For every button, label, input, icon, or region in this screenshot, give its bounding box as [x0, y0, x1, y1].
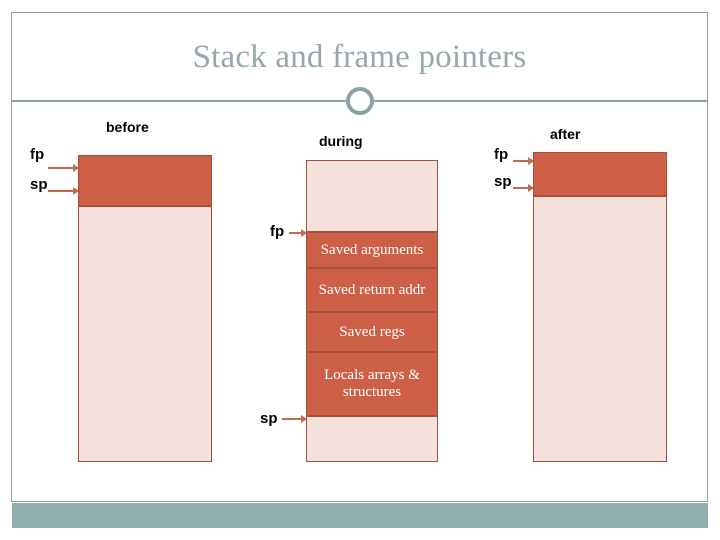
slide-frame-border [11, 12, 708, 502]
footer-accent-bar [12, 503, 708, 528]
page-title: Stack and frame pointers [192, 39, 527, 75]
pointer-label-before-fp: fp [30, 146, 45, 163]
stack-block-after-used [533, 152, 667, 196]
stack-block-after-free [533, 196, 667, 462]
stack-block-during-free-top [306, 160, 438, 232]
pointer-label-during-sp: sp [260, 410, 278, 427]
stack-block-before-free [78, 206, 212, 462]
stack-block-during-saved-regs: Saved regs [306, 312, 438, 352]
stack-block-during-saved-return-addr: Saved return addr [306, 268, 438, 312]
pointer-label-after-sp: sp [494, 173, 512, 190]
pointer-arrow-after-sp [513, 184, 534, 192]
pointer-label-before-sp: sp [30, 176, 48, 193]
stack-block-during-free-bottom [306, 416, 438, 462]
pointer-arrow-after-fp [513, 157, 534, 165]
column-heading-after: after [550, 126, 581, 142]
column-heading-before: before [106, 119, 149, 135]
column-heading-during: during [319, 133, 363, 149]
circle-decoration-icon [346, 87, 374, 115]
stack-block-before-used [78, 155, 212, 206]
pointer-label-after-fp: fp [494, 146, 509, 163]
stack-block-during-locals: Locals arrays & structures [306, 352, 438, 416]
pointer-label-during-fp: fp [270, 223, 285, 240]
pointer-arrow-before-sp [48, 187, 79, 195]
stack-block-during-saved-arguments: Saved arguments [306, 232, 438, 268]
pointer-arrow-during-sp [282, 415, 307, 423]
pointer-arrow-before-fp [48, 164, 79, 172]
pointer-arrow-during-fp [289, 229, 307, 237]
